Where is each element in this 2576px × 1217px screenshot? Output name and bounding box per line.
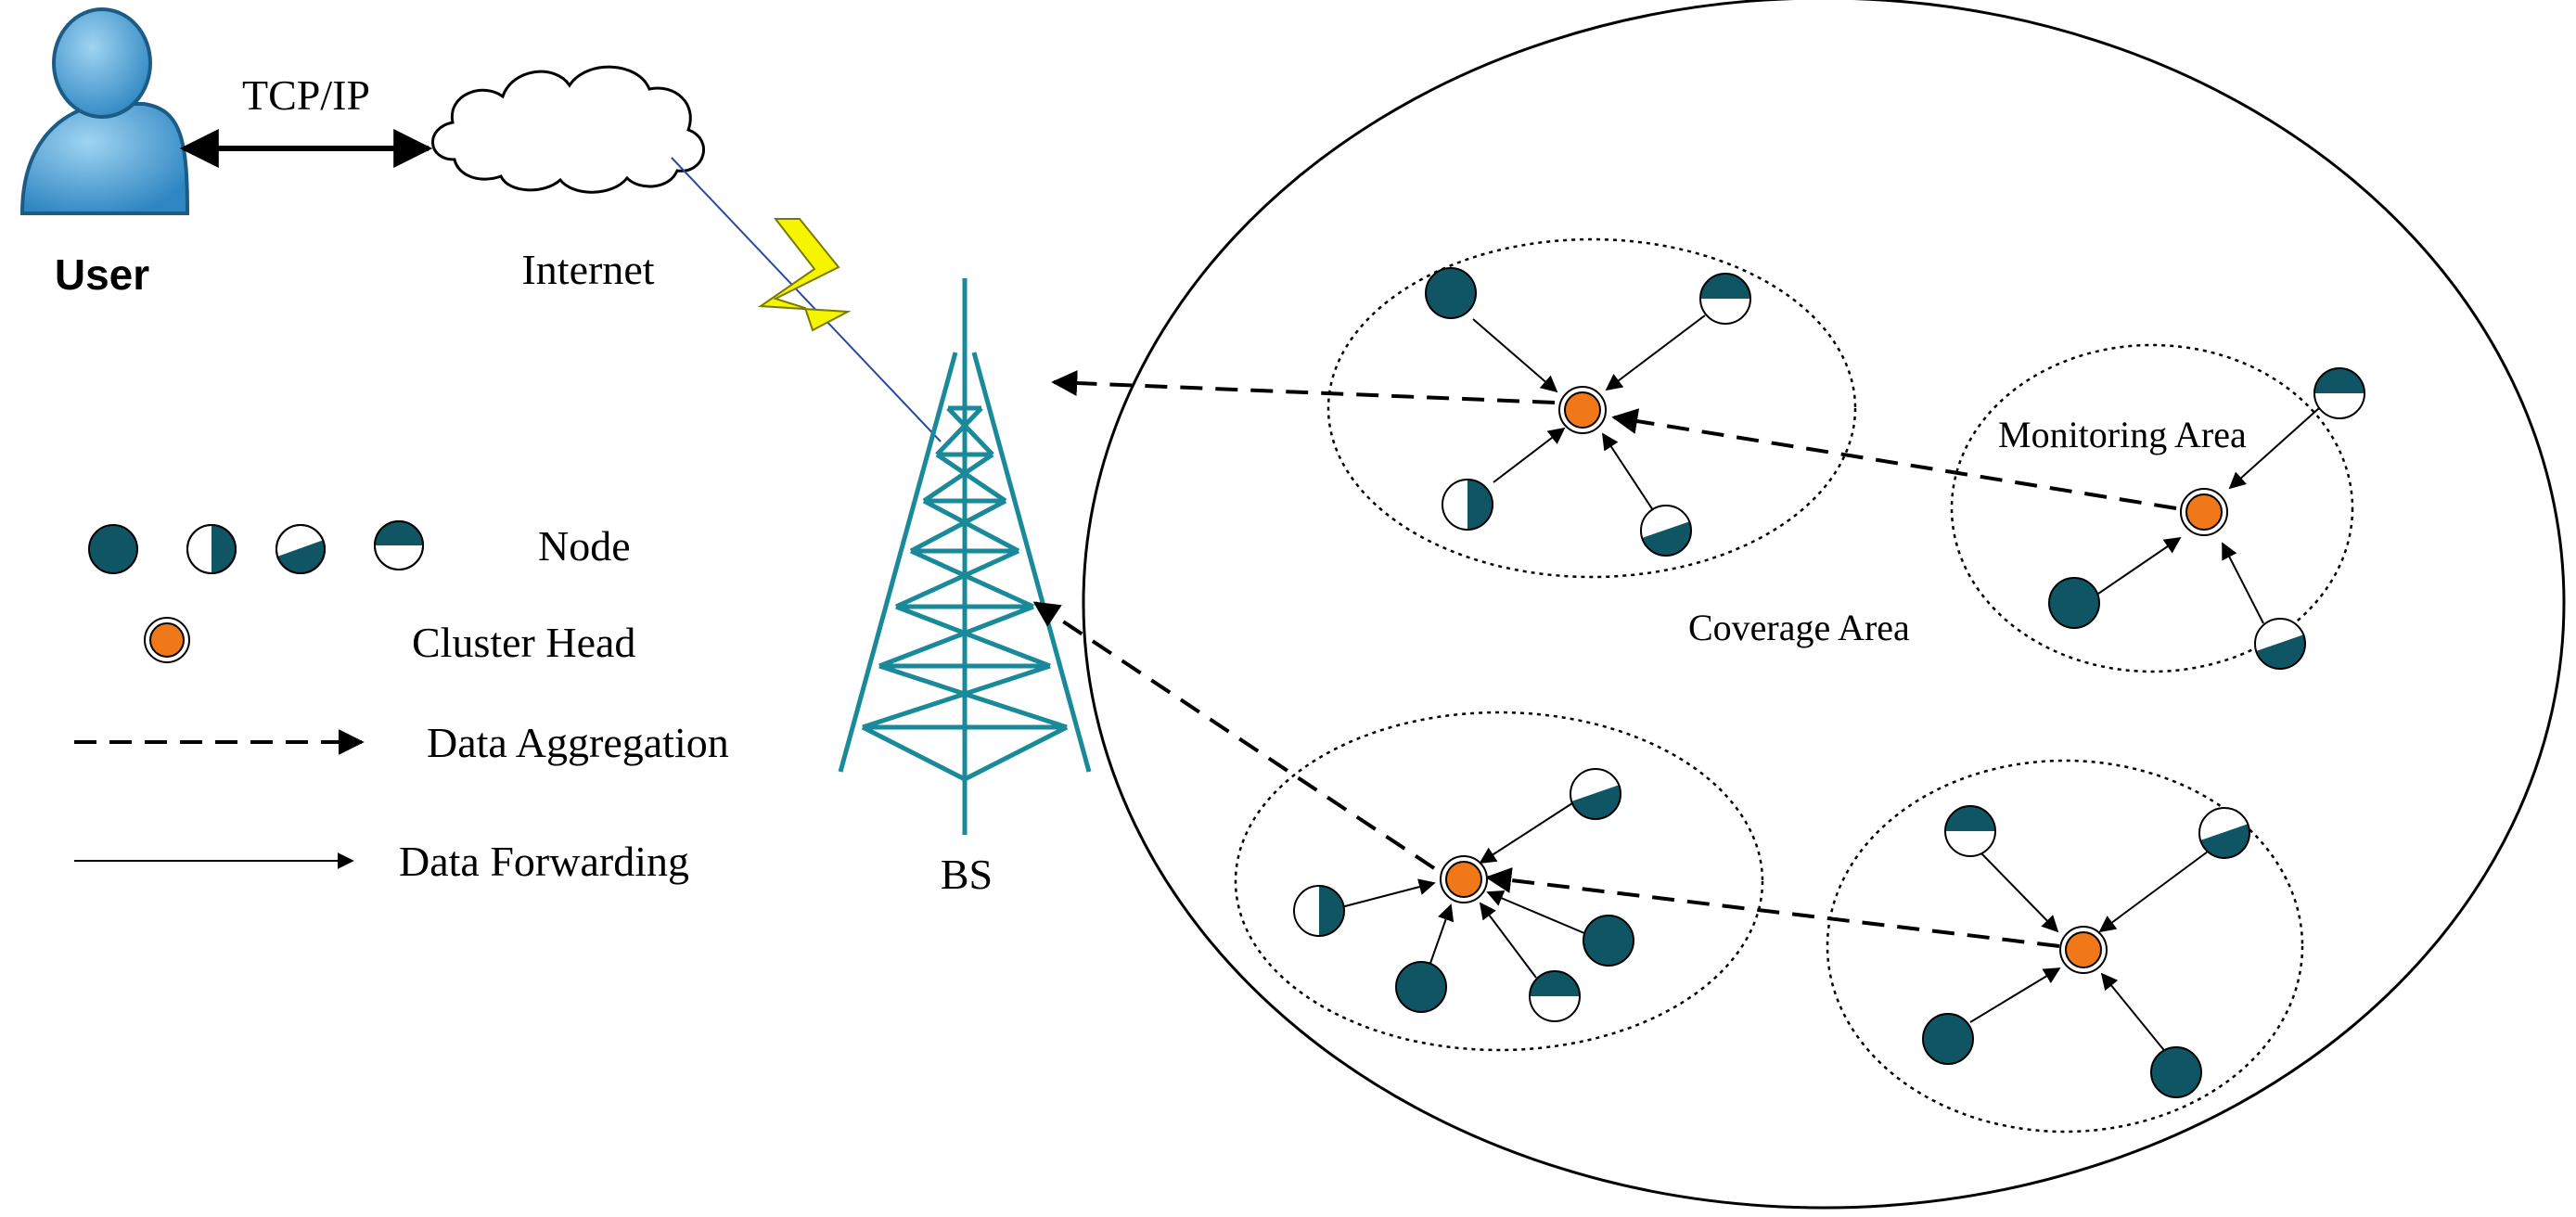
forwarding-c2-a <box>2228 407 2320 490</box>
legend-node-half-diagonal <box>276 524 326 574</box>
cluster-head-1 <box>1558 386 1607 434</box>
aggregation-ch1-to-bs <box>1051 370 1556 404</box>
cluster-head-3 <box>1440 855 1488 903</box>
legend-cluster-head <box>144 617 190 663</box>
forwarding-c1-d <box>1602 432 1654 511</box>
cluster-head-4 <box>2059 926 2108 974</box>
forwarding-c2-b <box>2097 536 2182 595</box>
forwarding-c2-c <box>2222 542 2264 624</box>
legend-node-half-horizontal <box>374 520 424 570</box>
legend-aggregation-label: Data Aggregation <box>427 719 729 766</box>
node-full <box>1425 267 1477 319</box>
cluster-head-2 <box>2180 488 2228 536</box>
node-half-horizontal <box>2313 367 2365 419</box>
node-half-diagonal <box>2198 807 2250 859</box>
forwarding-c4-d <box>2100 972 2168 1055</box>
bs-label: BS <box>941 851 993 898</box>
coverage-area-label: Coverage Area <box>1688 607 1910 648</box>
forwarding-c3-a <box>1479 801 1576 864</box>
forwarding-c3-d <box>1479 902 1537 979</box>
legend: Node Cluster Head Data Aggregation Data … <box>74 520 729 885</box>
cluster-3-boundary <box>1234 711 1764 1052</box>
monitoring-area-label: Monitoring Area <box>1998 414 2247 455</box>
lightning-icon <box>758 218 852 332</box>
forwarding-c3-c <box>1428 903 1455 969</box>
user-label: User <box>55 250 149 299</box>
forwarding-c4-a <box>1980 852 2059 933</box>
legend-node-half-vertical <box>186 524 237 574</box>
node-half-horizontal <box>1699 273 1751 325</box>
forwarding-c3-b <box>1340 878 1436 908</box>
wireless-link <box>671 157 942 442</box>
aggregation-ch4-to-ch3 <box>1485 867 2060 948</box>
node-full <box>1395 961 1447 1013</box>
node-half-diagonal <box>1570 768 1621 820</box>
node-full <box>1922 1013 1974 1065</box>
internet-label: Internet <box>521 246 654 293</box>
forwarding-c1-c <box>1493 427 1566 483</box>
legend-cluster-head-label: Cluster Head <box>412 619 635 666</box>
node-half-horizontal <box>1529 970 1581 1022</box>
protocol-label: TCP/IP <box>242 71 370 119</box>
legend-forwarding-label: Data Forwarding <box>399 838 689 885</box>
tower-icon <box>838 278 1092 835</box>
cloud-icon <box>431 65 706 194</box>
user-icon <box>19 7 190 215</box>
aggregation-ch3-to-bs <box>1032 601 1436 870</box>
node-half-vertical <box>1442 479 1493 531</box>
node-full <box>1583 915 1634 967</box>
forwarding-c3-e <box>1486 890 1585 934</box>
forwarding-c4-b <box>2098 851 2209 933</box>
forwarding-c4-c <box>1969 967 2061 1023</box>
cluster-2-boundary <box>1950 343 2354 673</box>
cluster-4-boundary <box>1826 759 2304 1134</box>
cluster-1-boundary <box>1326 237 1857 579</box>
coverage-area-boundary <box>1082 0 2566 1210</box>
legend-node-label: Node <box>538 522 631 570</box>
node-half-horizontal <box>1944 805 1996 857</box>
legend-node-full <box>88 524 138 574</box>
aggregation-ch2-to-ch1 <box>1611 408 2177 510</box>
node-full <box>2150 1046 2202 1098</box>
forwarding-c1-a <box>1472 318 1558 393</box>
node-half-diagonal <box>1640 505 1692 557</box>
forwarding-c1-b <box>1605 314 1706 391</box>
node-full <box>2048 577 2100 629</box>
node-half-diagonal <box>2254 618 2306 670</box>
node-half-vertical <box>1293 885 1345 937</box>
